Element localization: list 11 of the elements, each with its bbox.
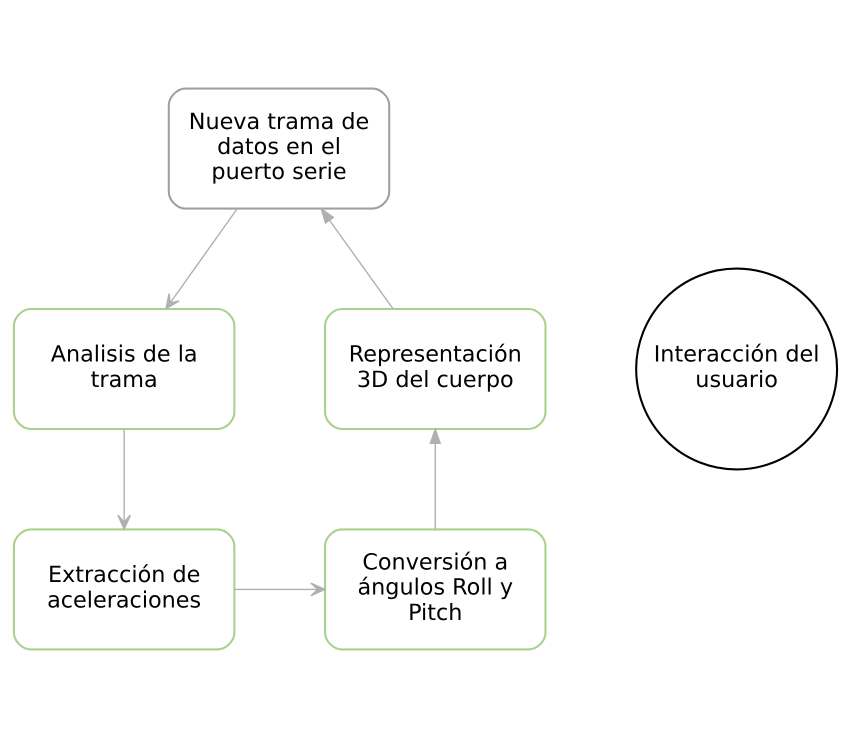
arrow [320,207,394,310]
arrow [117,429,132,530]
node-box: Extracción de aceleraciones [12,528,236,650]
node-circle: Interacción del usuario [635,268,838,470]
node-box: Nueva trama de datos en el puerto serie [168,88,390,210]
arrow [429,427,442,530]
arrow [165,208,238,310]
node-box: Representación 3D del cuerpo [324,308,547,430]
arrow [234,582,326,596]
node-box: Analisis de la trama [12,308,236,430]
node-box: Conversión a ángulos Roll y Pitch [324,528,547,650]
